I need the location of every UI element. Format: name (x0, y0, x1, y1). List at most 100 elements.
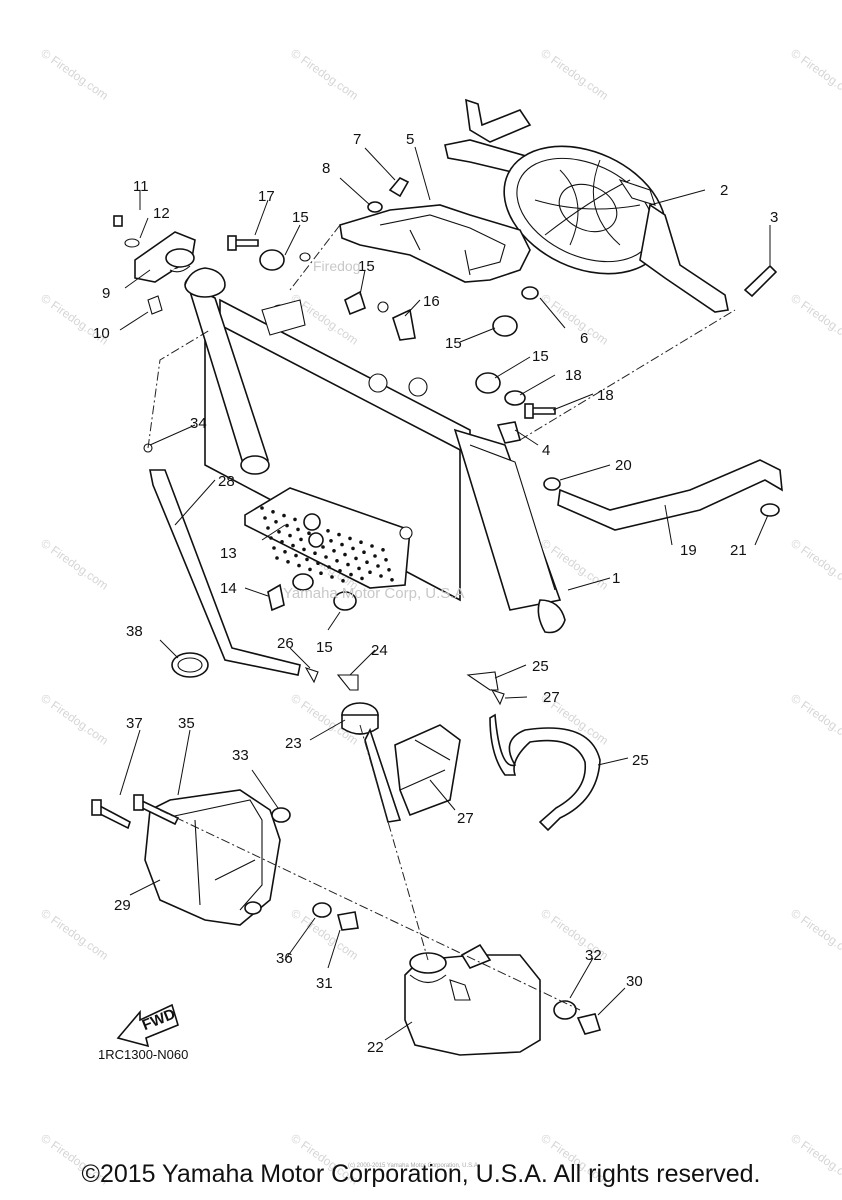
reservoir-tank-30 (144, 789, 281, 926)
guard-hole (299, 537, 303, 542)
guard-hole (390, 578, 394, 582)
callout-2: 2 (720, 182, 728, 199)
diagram-code: 1RC1300-N060 (98, 1047, 189, 1062)
callout-15c: 15 (532, 348, 549, 365)
guard-hole (302, 547, 306, 552)
guard-hole (357, 566, 361, 571)
guard-hole (308, 567, 312, 572)
guard-hole (370, 544, 374, 548)
guard-hole (269, 536, 273, 540)
guard-hole (263, 516, 267, 520)
guard-hole (307, 531, 311, 535)
callout-7: 7 (353, 131, 361, 148)
radiator-core (184, 267, 566, 634)
callout-19: 18 (565, 367, 582, 384)
callout-6: 6 (580, 330, 588, 347)
copyright-footer: ©2015 Yamaha Motor Corporation, U.S.A. A… (81, 1160, 761, 1188)
callout-25a: 24 (371, 642, 388, 659)
guard-hole (277, 530, 281, 534)
callout-17: 16 (423, 293, 440, 310)
guard-hole (330, 575, 334, 579)
callout-22: 21 (730, 542, 747, 559)
callout-15a: 15 (292, 209, 309, 226)
leader-lines (119, 146, 771, 1041)
callout-36: 35 (178, 715, 195, 732)
guard-hole (297, 563, 301, 568)
guard-hole (260, 506, 264, 510)
watermark-text: © Firedog.com (38, 536, 111, 593)
watermark-text: © Firedog.com (788, 691, 842, 748)
callout-33: 32 (585, 947, 602, 964)
callout-8: 8 (322, 160, 330, 177)
watermark-text: © Firedog.com (38, 46, 111, 103)
guard-hole (384, 558, 388, 562)
callout-27a: 26 (277, 635, 294, 652)
guard-hole (305, 557, 309, 562)
callout-38: 37 (126, 715, 143, 732)
guard-hole (280, 540, 284, 544)
callout-numbers: 1 2 3 4 5 6 7 8 9 10 11 12 13 14 15 15 1… (93, 131, 778, 1056)
callout-1: 1 (612, 570, 620, 587)
guard-hole (354, 556, 358, 561)
callout-24: 23 (285, 735, 302, 752)
callout-3: 3 (770, 209, 778, 226)
fwd-arrow: FWD (116, 1003, 179, 1048)
callout-20: 19 (680, 542, 697, 559)
guard-hole (338, 569, 342, 573)
guard-hole (332, 549, 336, 553)
callout-26: 25 (632, 752, 649, 769)
callout-31: 30 (626, 973, 643, 990)
bottom-fasteners (91, 794, 602, 1035)
guard-hole (272, 546, 276, 550)
reservoir-tank-23 (404, 943, 541, 1056)
guard-hole (293, 517, 297, 522)
guard-hole (313, 551, 317, 555)
callout-14: 14 (220, 580, 237, 597)
guard-hole (387, 568, 391, 572)
callout-21: 20 (615, 457, 632, 474)
guard-hole (266, 526, 270, 530)
guard-hole (381, 548, 385, 552)
valve-and-bracket (341, 702, 461, 823)
callout-15b: 15 (445, 335, 462, 352)
guard-hole (376, 564, 380, 568)
guard-hole (321, 545, 325, 549)
callout-10: 10 (93, 325, 110, 342)
callout-9: 9 (102, 285, 110, 302)
callout-34: 33 (232, 747, 249, 764)
shroud-bracket (339, 204, 531, 283)
guard-hole (275, 556, 279, 560)
assembly-lines (147, 224, 736, 1011)
guard-hole (286, 560, 290, 564)
guard-hole (285, 523, 289, 528)
guard-hole (349, 572, 353, 577)
guard-hole (343, 552, 347, 557)
guard-hole (324, 555, 328, 559)
callout-11: 11 (133, 178, 149, 195)
overlay-watermark-text: Yamaha Motor Corp, U.S.A (283, 585, 465, 602)
small-hardware (143, 177, 778, 612)
radiator-guard (244, 487, 413, 589)
callout-12: 12 (153, 205, 170, 222)
callout-25b: 25 (532, 658, 549, 675)
callout-35: 34 (190, 415, 207, 432)
guard-hole (373, 554, 377, 558)
guard-hole (341, 579, 345, 583)
guard-hole (274, 520, 278, 524)
callout-37: 36 (276, 950, 293, 967)
callout-27b: 27 (543, 689, 560, 706)
callout-16: 15 (358, 258, 375, 275)
callout-30: 29 (114, 897, 131, 914)
guard-hole (346, 562, 350, 567)
guard-hole (360, 576, 364, 581)
watermark-text: © Firedog.com (788, 906, 842, 963)
overlay-watermark-short: Firedog (313, 258, 361, 274)
guard-hole (288, 533, 292, 538)
hoses (149, 459, 783, 832)
radiator-cap-group (113, 215, 196, 315)
guard-hole (282, 513, 286, 518)
watermark-text: © Firedog.com (288, 46, 361, 103)
callout-18a: 17 (258, 188, 275, 205)
guard-hole (294, 553, 298, 558)
callout-29: 28 (218, 473, 235, 490)
